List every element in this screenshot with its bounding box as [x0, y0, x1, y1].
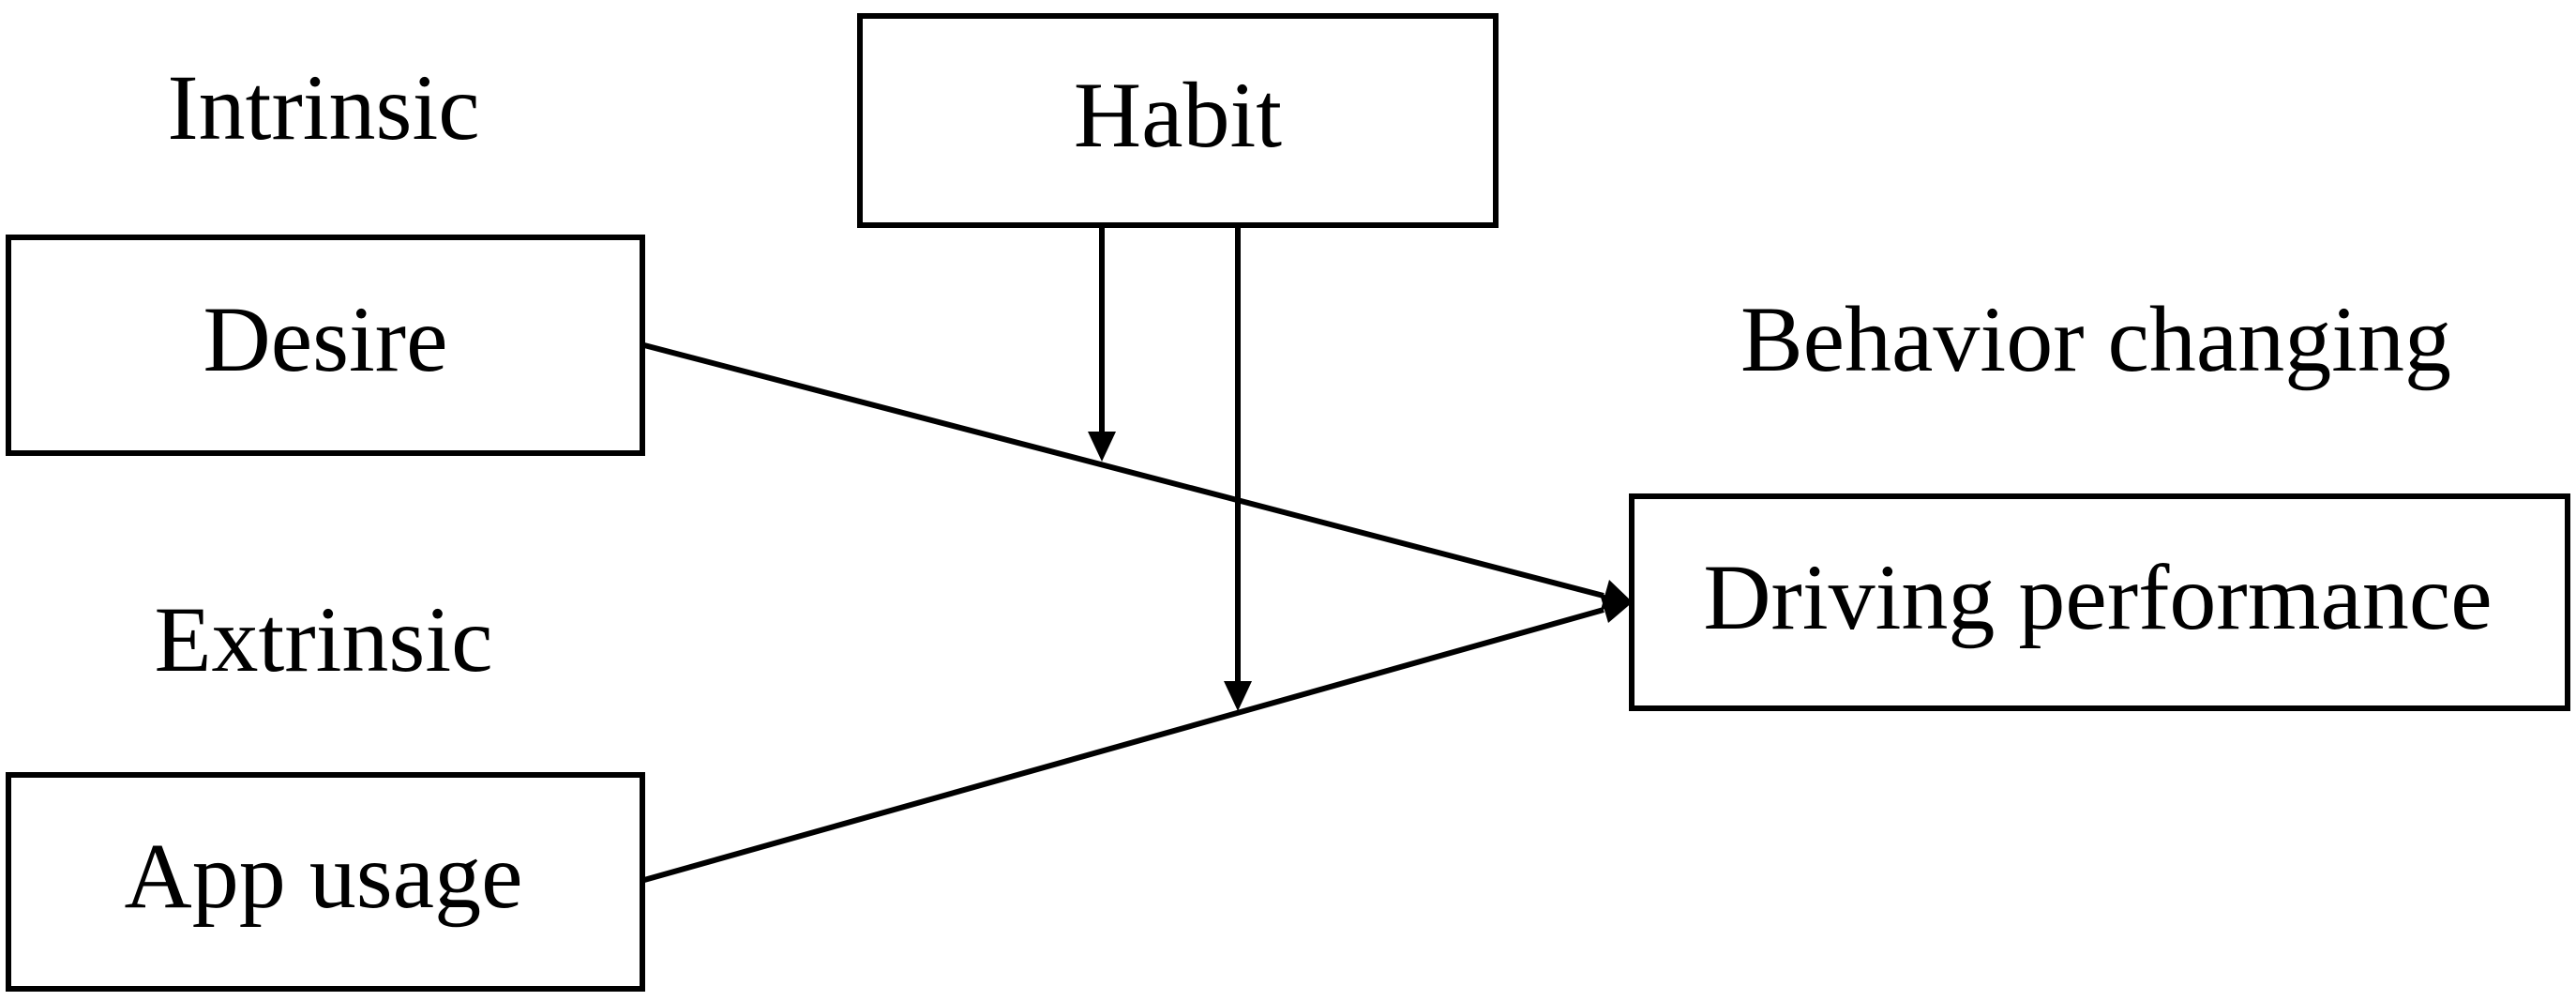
arrowhead-habit-moderates-desire-path: [1088, 432, 1116, 462]
edge-desire-to-driving-performance: [643, 342, 1604, 599]
node-driving-performance: Driving performance: [1629, 493, 2570, 711]
node-app-usage-label: App usage: [125, 824, 523, 928]
arrowhead-habit-moderates-app-usage-path: [1224, 681, 1252, 711]
node-habit-label: Habit: [1074, 63, 1282, 167]
node-desire-box: [6, 235, 645, 456]
node-desire: Desire: [6, 235, 645, 456]
node-habit-box: [857, 13, 1499, 228]
arrowhead-app-usage-to-driving-performance: [1600, 594, 1634, 623]
group-label-intrinsic: Intrinsic: [167, 55, 479, 159]
edge-app-usage-to-driving-performance: [643, 607, 1604, 883]
node-habit: Habit: [857, 13, 1499, 228]
node-app-usage: App usage: [6, 772, 645, 992]
node-driving-performance-label: Driving performance: [1703, 545, 2492, 649]
node-desire-label: Desire: [203, 287, 448, 391]
node-app-usage-box: [6, 772, 645, 992]
group-label-behavior-changing: Behavior changing: [1740, 287, 2451, 391]
node-driving-performance-box: [1629, 493, 2570, 711]
group-label-extrinsic: Extrinsic: [154, 587, 492, 691]
